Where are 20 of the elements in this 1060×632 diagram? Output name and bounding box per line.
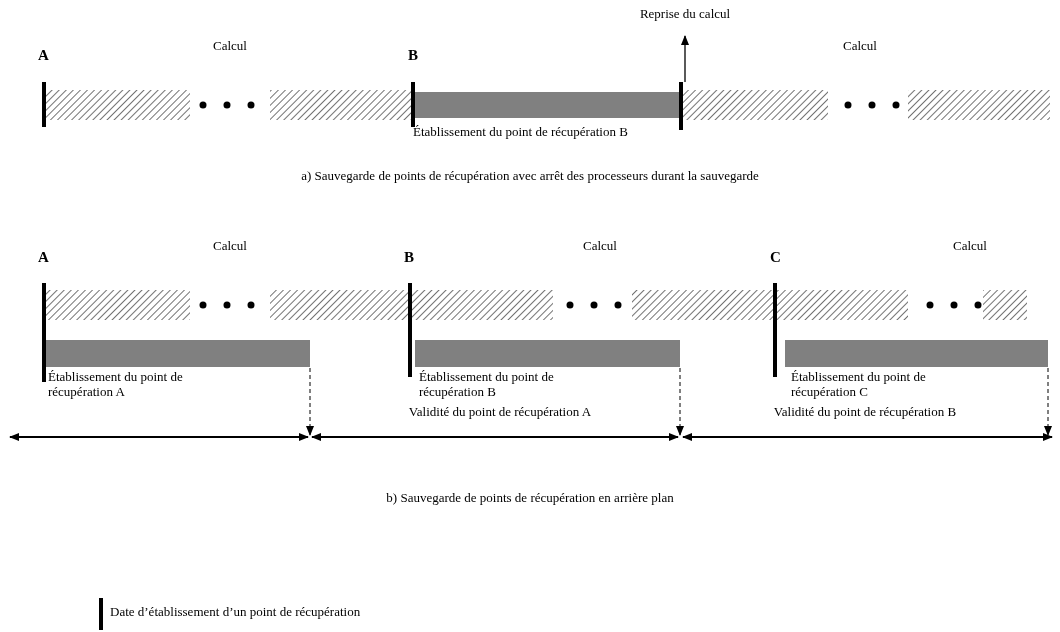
annotation-text: Validité du point de récupération B: [773, 404, 957, 419]
checkpoint-letter: C: [770, 250, 781, 265]
annotation-text: Établissement du point de récupération B: [419, 369, 555, 399]
checkpoint-letter: B: [408, 48, 418, 63]
annotation-text: Validité du point de récupération A: [408, 404, 592, 419]
annotation-text: Calcul: [213, 238, 247, 253]
annotation-text: Établissement du point de récupération A: [48, 369, 184, 399]
checkpoint-letter: A: [38, 48, 49, 63]
panel-caption: a) Sauvegarde de points de récupération avec arrêt des processeurs durant la sauvegarde: [301, 168, 759, 183]
annotation-text: Calcul: [953, 238, 987, 253]
annotation-text: Établissement du point de récupération C: [791, 369, 927, 399]
checkpoint-letter: A: [38, 250, 49, 265]
annotation-text: Reprise du calcul: [639, 6, 731, 21]
annotation-text: Calcul: [843, 38, 877, 53]
checkpoint-letter: B: [404, 250, 414, 265]
annotation-text: Calcul: [583, 238, 617, 253]
annotation-text: Établissement du point de récupération B: [413, 124, 628, 139]
panel-caption: b) Sauvegarde de points de récupération en arrière plan: [386, 490, 674, 505]
legend-text: Date d’établissement d’un point de récupération: [110, 604, 361, 619]
annotation-text: Calcul: [213, 38, 247, 53]
